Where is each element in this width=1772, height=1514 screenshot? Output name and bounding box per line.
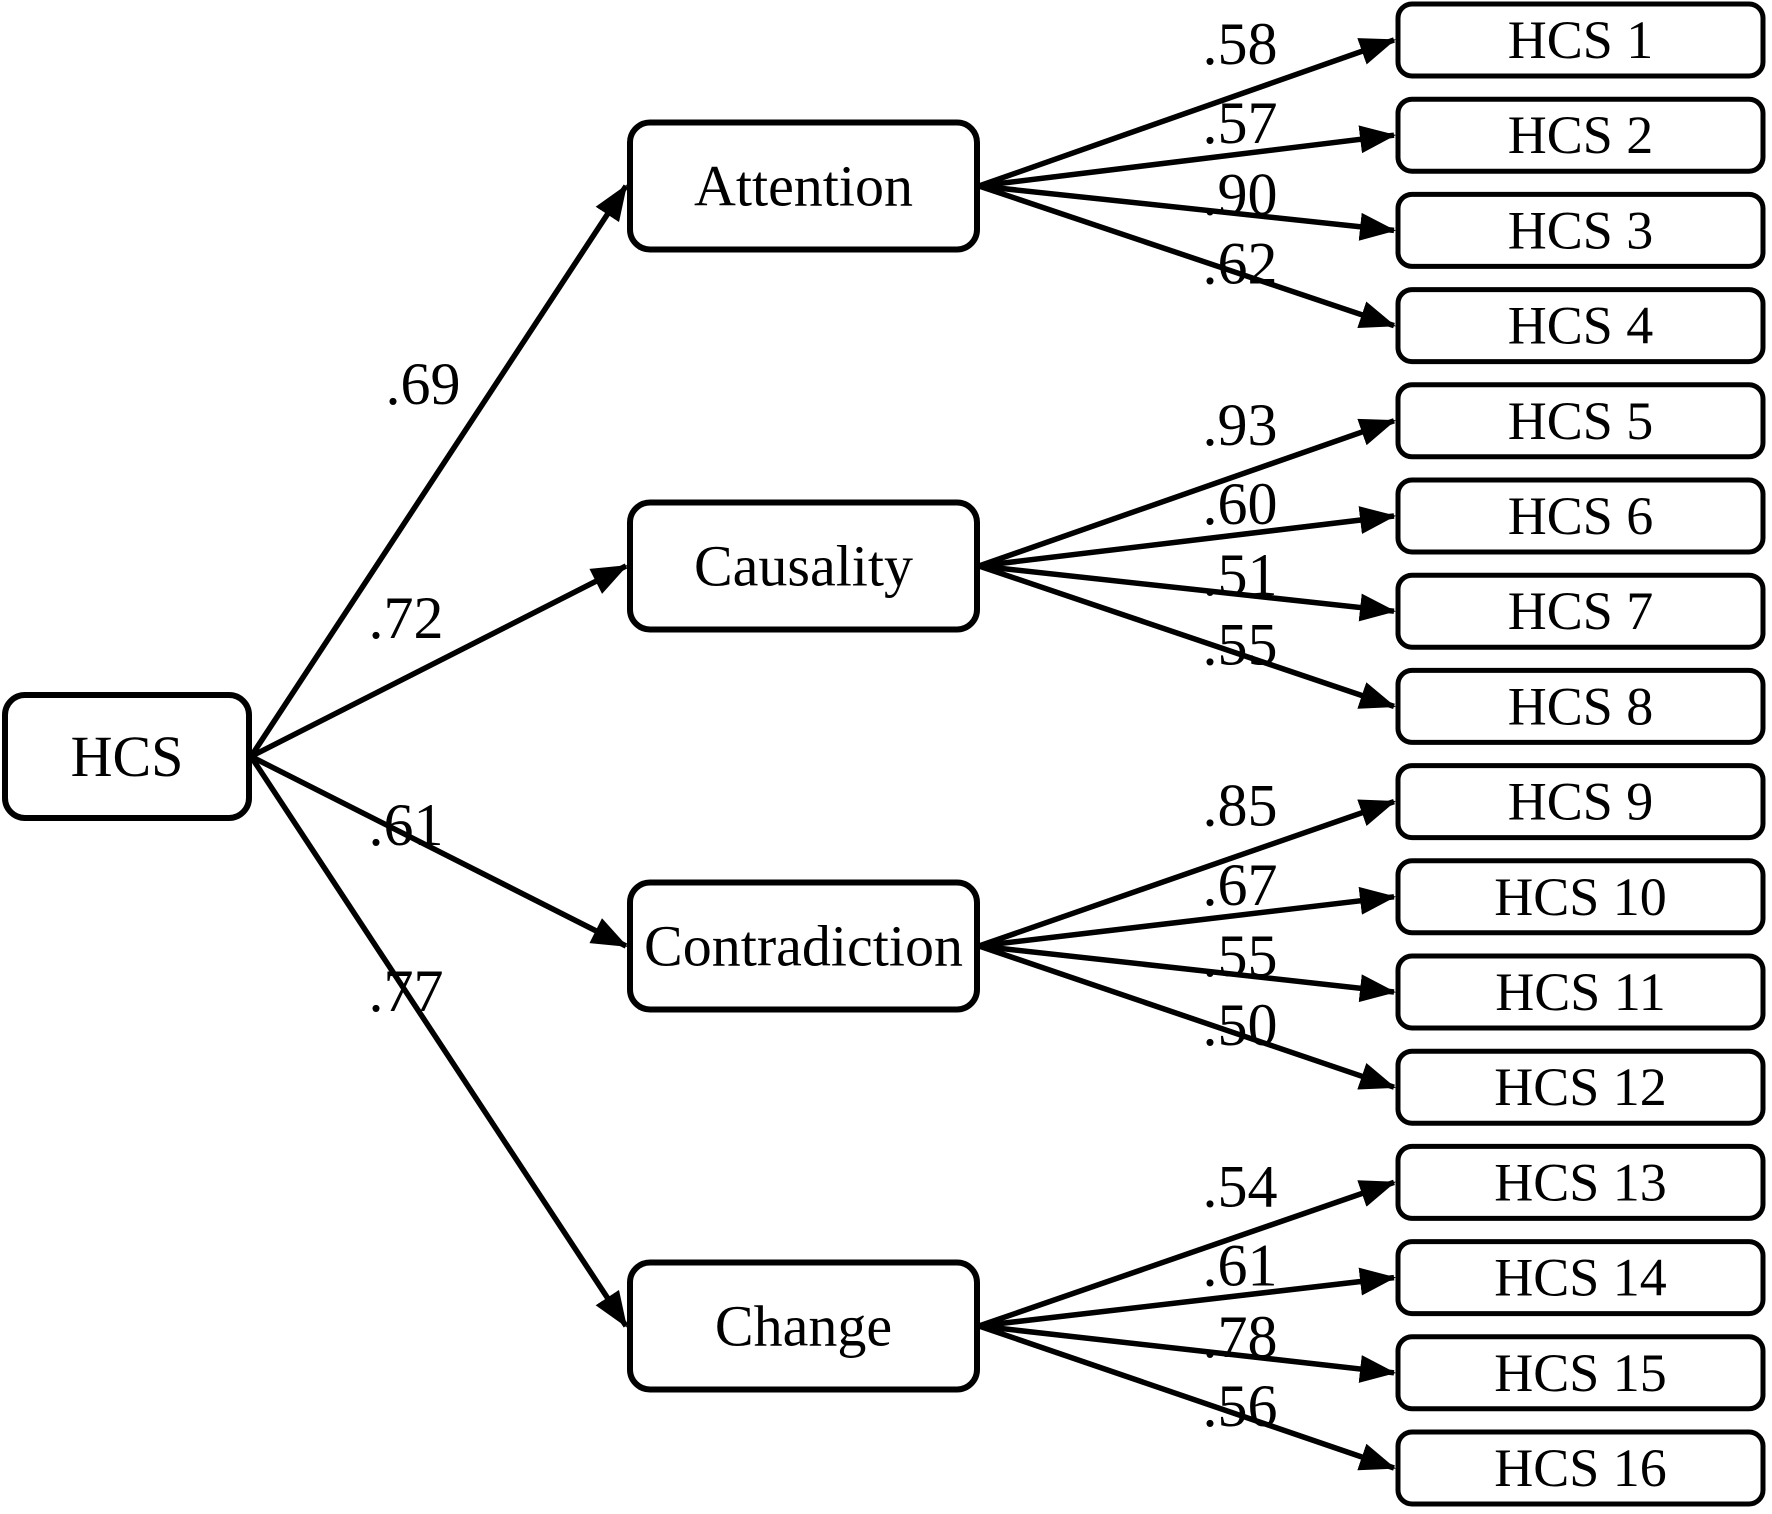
- item-loading-label-hcs-4: .62: [1203, 231, 1278, 297]
- edge-change-to-hcs-13: [978, 1179, 1396, 1329]
- item-box-hcs-10: [1395, 858, 1766, 936]
- edge-attention-to-hcs-2: [978, 125, 1396, 189]
- item-label-hcs-11: HCS 11: [1495, 962, 1666, 1022]
- edge-hcs-to-causality: [249, 563, 628, 759]
- item-label-hcs-2: HCS 2: [1508, 105, 1654, 165]
- factor-box-contradiction: [627, 879, 980, 1013]
- edge-contradiction-to-hcs-12: [978, 943, 1396, 1090]
- item-loading-label-hcs-3: .90: [1203, 161, 1278, 227]
- edge-causality-to-hcs-7: [978, 563, 1396, 622]
- item-loading-label-hcs-5: .93: [1203, 392, 1278, 458]
- edge-attention-to-hcs-4: [978, 183, 1396, 329]
- item-box-hcs-5: [1395, 382, 1766, 460]
- item-label-hcs-5: HCS 5: [1508, 391, 1654, 451]
- item-loading-label-hcs-15: .78: [1203, 1304, 1278, 1370]
- edge-contradiction-to-hcs-9: [978, 799, 1396, 949]
- item-box-hcs-4: [1395, 287, 1766, 365]
- item-box-hcs-3: [1395, 191, 1766, 269]
- item-label-hcs-15: HCS 15: [1494, 1343, 1667, 1403]
- factor-box-causality: [627, 499, 980, 633]
- edge-causality-to-hcs-8: [978, 563, 1396, 710]
- factor-loading-label-change: .77: [369, 958, 444, 1024]
- factor-loading-label-contradiction: .61: [369, 792, 444, 858]
- item-box-hcs-11: [1395, 953, 1766, 1031]
- item-box-hcs-12: [1395, 1048, 1766, 1126]
- item-label-hcs-4: HCS 4: [1508, 296, 1654, 356]
- item-loading-label-hcs-8: .55: [1203, 611, 1278, 677]
- item-loading-label-hcs-14: .61: [1203, 1233, 1278, 1299]
- item-loading-label-hcs-11: .55: [1203, 923, 1278, 989]
- factor-label-change: Change: [715, 1294, 892, 1359]
- edge-attention-to-hcs-1: [978, 37, 1396, 189]
- item-box-hcs-9: [1395, 763, 1766, 841]
- item-loading-label-hcs-13: .54: [1203, 1153, 1278, 1219]
- edge-change-to-hcs-16: [978, 1323, 1396, 1471]
- edges-layer: [248, 37, 1396, 1471]
- item-label-hcs-12: HCS 12: [1494, 1057, 1667, 1117]
- item-label-hcs-10: HCS 10: [1494, 867, 1667, 927]
- item-loading-label-hcs-16: .56: [1203, 1373, 1278, 1439]
- root-box-hcs: [2, 692, 252, 821]
- item-box-hcs-16: [1395, 1429, 1766, 1507]
- item-loading-label-hcs-1: .58: [1203, 11, 1278, 77]
- edge-contradiction-to-hcs-10: [978, 886, 1396, 949]
- edge-hcs-to-attention: [248, 184, 629, 759]
- item-loading-label-hcs-6: .60: [1203, 471, 1278, 537]
- edge-causality-to-hcs-5: [978, 418, 1396, 569]
- edge-causality-to-hcs-6: [978, 506, 1396, 569]
- edge-attention-to-hcs-3: [978, 183, 1396, 241]
- factor-label-causality: Causality: [694, 534, 913, 599]
- edge-contradiction-to-hcs-11: [978, 943, 1396, 1003]
- factor-box-attention: [627, 119, 980, 253]
- item-box-hcs-7: [1395, 572, 1766, 650]
- item-label-hcs-9: HCS 9: [1508, 772, 1654, 832]
- item-box-hcs-6: [1395, 477, 1766, 555]
- edge-change-to-hcs-15: [978, 1323, 1396, 1383]
- item-label-hcs-13: HCS 13: [1494, 1152, 1667, 1212]
- item-label-hcs-1: HCS 1: [1508, 10, 1654, 70]
- item-label-hcs-16: HCS 16: [1494, 1438, 1667, 1498]
- item-label-hcs-14: HCS 14: [1494, 1248, 1667, 1308]
- item-box-hcs-14: [1395, 1239, 1766, 1317]
- item-box-hcs-2: [1395, 96, 1766, 174]
- factor-label-attention: Attention: [694, 154, 913, 219]
- factor-loading-label-causality: .72: [369, 585, 444, 651]
- item-label-hcs-3: HCS 3: [1508, 200, 1654, 260]
- item-box-hcs-1: [1395, 1, 1766, 79]
- item-loading-label-hcs-2: .57: [1203, 90, 1278, 156]
- edge-hcs-to-change: [248, 754, 629, 1328]
- factor-loading-label-attention: .69: [386, 351, 461, 417]
- item-loading-label-hcs-12: .50: [1203, 992, 1278, 1058]
- item-box-hcs-15: [1395, 1334, 1766, 1412]
- item-box-hcs-13: [1395, 1143, 1766, 1221]
- item-box-hcs-8: [1395, 667, 1766, 745]
- item-loading-label-hcs-10: .67: [1203, 852, 1278, 918]
- item-loading-label-hcs-9: .85: [1203, 773, 1278, 839]
- item-label-hcs-6: HCS 6: [1508, 486, 1654, 546]
- item-loading-label-hcs-7: .51: [1203, 542, 1278, 608]
- factor-box-change: [627, 1259, 980, 1393]
- item-label-hcs-7: HCS 7: [1508, 581, 1654, 641]
- root-label: HCS: [71, 724, 184, 789]
- edge-hcs-to-contradiction: [249, 754, 628, 949]
- factor-label-contradiction: Contradiction: [644, 914, 963, 979]
- edge-change-to-hcs-14: [978, 1267, 1396, 1329]
- item-label-hcs-8: HCS 8: [1508, 676, 1654, 736]
